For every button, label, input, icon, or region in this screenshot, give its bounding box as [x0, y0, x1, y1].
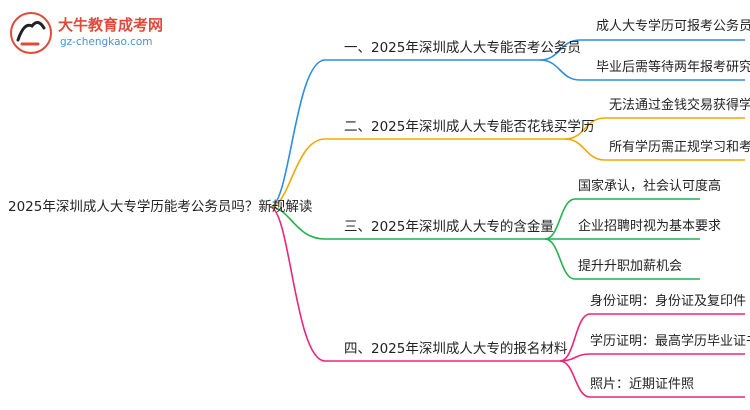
root-topic: 2025年深圳成人大专学历能考公务员吗？新规解读: [8, 199, 313, 215]
branch-3-leaf-1: 国家承认，社会认可度高: [578, 179, 722, 194]
branch-4-leaf-2: 学历证明：最高学历毕业证书: [590, 334, 750, 349]
branch-4-label: 四、2025年深圳成人大专的报名材料: [344, 341, 568, 357]
branch-4-connectors: [269, 206, 745, 398]
branch-2-connectors: [269, 117, 745, 208]
branch-2-leaf-2: 所有学历需正规学习和考试: [609, 140, 750, 155]
branch-2-leaf-1: 无法通过金钱交易获得学历: [609, 98, 750, 113]
branch-4-leaf-1: 身份证明：身份证及复印件: [590, 294, 747, 309]
branch-4-leaf-3: 照片：近期证件照: [590, 377, 695, 392]
logo-mascot-icon: [10, 12, 52, 54]
branch-1-leaf-1: 成人大专学历可报考公务员: [596, 19, 750, 34]
logo-url: gz-chengkao.com: [60, 36, 153, 48]
logo-title: 大牛教育成考网: [58, 16, 164, 34]
branch-2-label: 二、2025年深圳成人大专能否花钱买学历: [344, 119, 595, 135]
branch-1-label: 一、2025年深圳成人大专能否考公务员: [344, 40, 581, 56]
branch-3-leaf-2: 企业招聘时视为基本要求: [578, 219, 722, 234]
branch-1-leaf-2: 毕业后需等待两年报考研究生: [596, 60, 750, 75]
branch-1-connectors: [269, 39, 745, 208]
branch-3-label: 三、2025年深圳成人大专的含金量: [344, 219, 554, 235]
branch-3-connectors: [269, 198, 700, 280]
branch-3-leaf-3: 提升升职加薪机会: [578, 259, 683, 274]
site-logo[interactable]: 大牛教育成考网 gz-chengkao.com: [8, 10, 228, 60]
